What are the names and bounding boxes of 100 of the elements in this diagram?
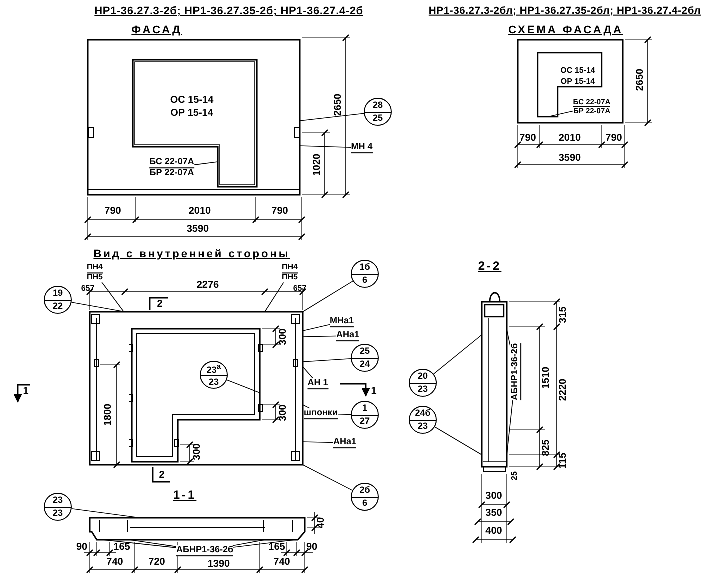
section-title: 1-1 <box>173 489 197 501</box>
dimension-value: 1390 <box>208 560 230 570</box>
callout-circle <box>364 98 392 126</box>
view-title: СХЕМА ФАСАДА <box>508 26 624 36</box>
title: НР1-36.27.3-2бл; НР1-36.27.35-2бл; НР1-36.27.4-2бл <box>428 6 702 18</box>
callout-number: 24 <box>360 360 370 369</box>
longitudinal-section-drawing <box>87 515 308 543</box>
label: ОР 15-14 <box>170 109 214 119</box>
dimension-value: 2220 <box>559 378 569 402</box>
dimension-value: 300 <box>279 404 289 422</box>
dimension-value: 40 <box>317 517 327 529</box>
callout-circle <box>351 483 379 511</box>
callout-number: 28 <box>372 101 383 110</box>
callout-circle <box>351 344 379 372</box>
leader-line <box>302 280 354 312</box>
callout-circle <box>200 361 228 389</box>
dimension-value: 2010 <box>188 207 212 217</box>
leader-line <box>302 464 353 491</box>
callout-number: 24б <box>415 409 431 418</box>
dimension-value: 1510 <box>542 366 552 390</box>
leader-line <box>264 282 284 312</box>
callout-number: 2б <box>360 486 370 495</box>
leader-line <box>302 366 314 379</box>
callout-number: 22 <box>52 302 63 311</box>
dimension-value: 657 <box>81 285 95 293</box>
view-title: Вид с внутренней стороны <box>94 250 290 260</box>
callout-number: 23 <box>52 509 63 518</box>
dimension-value: 825 <box>542 440 552 456</box>
dimension-value: 790 <box>606 134 622 144</box>
dimension-value: 300 <box>193 444 203 460</box>
callout-number: 23 <box>208 378 219 387</box>
dimension-value: 300 <box>279 328 289 346</box>
dimension-value: 115 <box>559 452 569 470</box>
callout-number: 25 <box>372 114 383 123</box>
dimension-value: 1800 <box>104 404 114 426</box>
leader-line <box>71 302 126 312</box>
callout-label: БР 22-07А <box>150 168 194 178</box>
callout-number: 6 <box>362 499 368 508</box>
leader-line <box>434 426 482 456</box>
callout-label: АНа1 <box>334 438 356 448</box>
dimension-value: 300 <box>486 492 502 502</box>
dimension-value: 165 <box>114 543 130 553</box>
label: ОР 15-14 <box>560 78 596 86</box>
leader-line <box>102 282 124 312</box>
label: ОС 15-14 <box>170 96 214 106</box>
dimension-value: 3590 <box>186 225 210 235</box>
dimension-value: 657 <box>293 285 307 293</box>
leader-line <box>194 162 218 166</box>
callout-number: 6 <box>362 276 368 285</box>
leader-line <box>338 414 352 416</box>
callout-label: шпонки <box>304 408 338 420</box>
callout-circle <box>409 406 437 434</box>
dimension-value: 1020 <box>313 154 323 176</box>
dimension-value: 2650 <box>334 94 344 116</box>
dimension-value: 3590 <box>558 154 582 164</box>
section-title: 2-2 <box>478 260 502 272</box>
leader-line <box>302 324 330 332</box>
callout-label: АБНР1-36-2б <box>510 343 522 401</box>
dimension-value: 25 <box>511 472 519 480</box>
dimension-value: 90 <box>76 543 88 553</box>
section-number: 1 <box>371 387 377 397</box>
title: НР1-36.27.3-2б; НР1-36.27.35-2б; НР1-36.27.4-2б <box>94 6 364 18</box>
section-number: 2 <box>157 300 163 310</box>
callout-label: ПН4 <box>87 264 103 274</box>
view-title: ФАСАД <box>132 26 182 36</box>
label: ОС 15-14 <box>560 67 596 75</box>
dimension-value: 2650 <box>636 68 646 92</box>
callout-label: ПН5 <box>87 274 103 282</box>
callout-number: 27 <box>360 417 370 426</box>
callout-label: АН 1 <box>308 378 328 390</box>
callout-circle <box>44 493 72 521</box>
leader-line <box>302 404 310 409</box>
callout-number: 23$^{а}$ <box>206 363 222 376</box>
dimension-value: 2276 <box>196 281 220 291</box>
dimension-value: 90 <box>306 543 318 553</box>
callout-circle <box>351 401 379 429</box>
dimension-value: 740 <box>106 558 124 568</box>
callout-number: 19 <box>52 289 63 298</box>
dimension-value: 790 <box>272 207 288 217</box>
section-number: 1 <box>23 387 29 397</box>
dimension-value: 400 <box>486 527 502 537</box>
callout-label: МНа1 <box>330 316 354 328</box>
dimension-value: 350 <box>486 509 502 519</box>
leader-line <box>300 146 352 148</box>
callout-circle <box>44 286 72 314</box>
callout-label: АБНР1-36-2б <box>176 546 234 556</box>
callout-number: 25 <box>360 347 370 356</box>
facade-panel-drawing <box>85 37 303 198</box>
leader-line <box>302 442 334 444</box>
leader-line <box>302 336 337 338</box>
window-opening-drawing <box>129 326 263 465</box>
dimension-value: 315 <box>559 306 569 324</box>
callout-circle <box>351 260 379 288</box>
callout-label: АНа1 <box>336 330 360 342</box>
dimension-value: 790 <box>520 134 536 144</box>
leader-line <box>71 508 140 518</box>
callout-label: БС 22-07А <box>150 158 194 168</box>
leader-line <box>433 334 482 375</box>
callout-number: 23 <box>418 385 428 394</box>
dimension-value: 165 <box>268 543 286 553</box>
